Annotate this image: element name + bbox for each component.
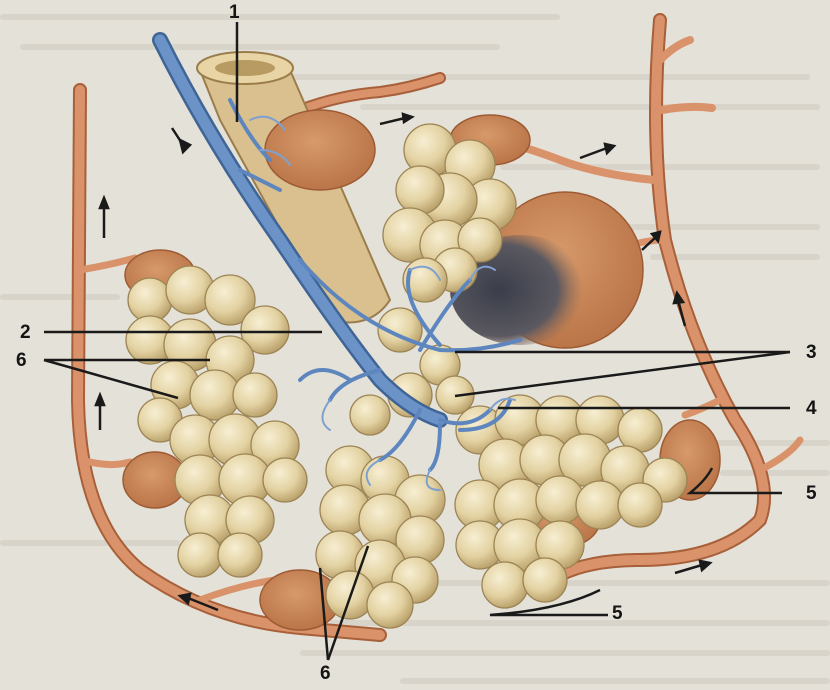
alveolus <box>482 562 528 608</box>
leader-3b <box>455 352 790 396</box>
top-artery-branch <box>300 78 440 110</box>
label-6-left: 6 <box>16 351 27 370</box>
alveolus <box>367 582 413 628</box>
arrow-icon <box>100 198 108 238</box>
arrow-icon <box>96 395 104 430</box>
label-6-bottom: 6 <box>320 664 331 683</box>
alveolus <box>233 373 277 417</box>
alveolus <box>350 395 390 435</box>
alveolus <box>576 481 624 529</box>
label-1: 1 <box>229 3 240 22</box>
alveolus <box>618 483 662 527</box>
arrow-icon <box>172 128 190 152</box>
alveolus <box>396 166 444 214</box>
alveolus <box>218 533 262 577</box>
alveolus <box>523 558 567 602</box>
label-3: 3 <box>806 343 817 362</box>
label-5-bottom: 5 <box>612 604 623 623</box>
label-5-right: 5 <box>806 484 817 503</box>
arrow-icon <box>380 114 412 124</box>
alveolus <box>263 458 307 502</box>
label-4: 4 <box>806 399 817 418</box>
alveolus <box>178 533 222 577</box>
arrow-icon <box>580 144 614 158</box>
label-2: 2 <box>20 323 31 342</box>
